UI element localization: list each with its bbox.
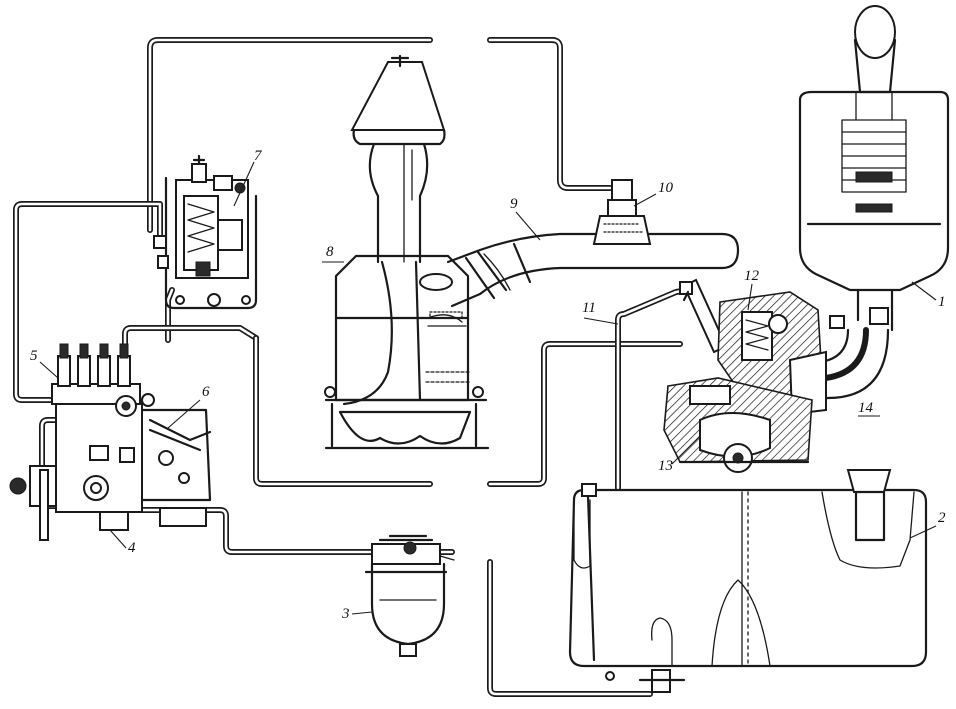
leader-9 [515, 211, 541, 241]
callout-4: 4 [128, 540, 136, 556]
coarse-filter-3 [364, 534, 455, 657]
callout-12: 12 [744, 268, 760, 284]
callout-8: 8 [326, 244, 334, 260]
leader-5 [39, 361, 59, 379]
fuel-lines [13, 37, 691, 697]
leader-11 [583, 317, 619, 325]
leader-10 [633, 193, 657, 207]
callout-6: 6 [202, 384, 210, 400]
air-duct-9 [446, 232, 740, 308]
leader-4 [109, 529, 127, 549]
leader-3 [351, 611, 373, 615]
leader-2 [909, 525, 937, 539]
air-intake-8 [324, 54, 490, 450]
callout-1: 1 [938, 294, 946, 310]
pump-delivery-valves [57, 343, 131, 387]
callout-11: 11 [582, 300, 596, 316]
leader-6 [167, 399, 201, 429]
callout-5: 5 [30, 348, 38, 364]
leader-1 [911, 281, 937, 301]
leader-7 [233, 161, 255, 207]
leader-13 [671, 435, 701, 465]
filter-sensor-10 [592, 179, 652, 245]
callout-13: 13 [658, 458, 673, 474]
injection-pump [9, 343, 212, 541]
callout-2: 2 [938, 510, 946, 526]
engine-section [663, 278, 827, 473]
callout-14: 14 [858, 400, 874, 416]
callout-7: 7 [254, 148, 263, 164]
fuel-tank-2 [568, 469, 928, 693]
fine-filter-7 [153, 154, 258, 310]
callout-9: 9 [510, 196, 518, 212]
air-cleaner-1 [797, 5, 950, 400]
leader-12 [747, 283, 753, 311]
callout-3: 3 [341, 606, 350, 622]
callout-10: 10 [658, 180, 674, 196]
